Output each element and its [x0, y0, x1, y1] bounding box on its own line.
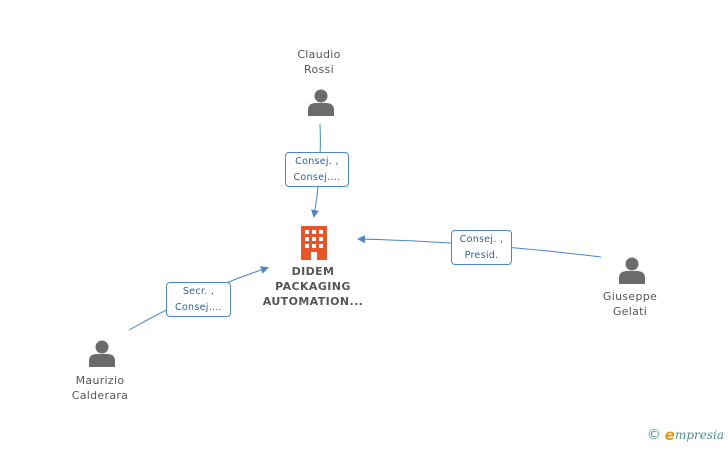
empresia-logo: © e mpresia	[646, 426, 724, 444]
relation-label-giuseppe[interactable]: Consej. , Presid.	[451, 230, 512, 265]
company-name[interactable]: DIDEM PACKAGING AUTOMATION...	[262, 265, 364, 308]
person-icon[interactable]	[88, 339, 116, 367]
relation-label-claudio[interactable]: Consej. , Consej....	[285, 152, 349, 187]
person-name-giuseppe-gelati[interactable]: Giuseppe Gelati	[602, 290, 658, 318]
person-icon[interactable]	[618, 256, 646, 284]
building-icon[interactable]	[301, 226, 327, 260]
relation-label-maurizio[interactable]: Secr. , Consej....	[166, 282, 231, 317]
person-name-claudio-rossi[interactable]: Claudio Rossi	[297, 48, 341, 76]
person-name-maurizio-calderara[interactable]: Maurizio Calderara	[71, 374, 129, 402]
person-icon[interactable]	[307, 88, 335, 116]
